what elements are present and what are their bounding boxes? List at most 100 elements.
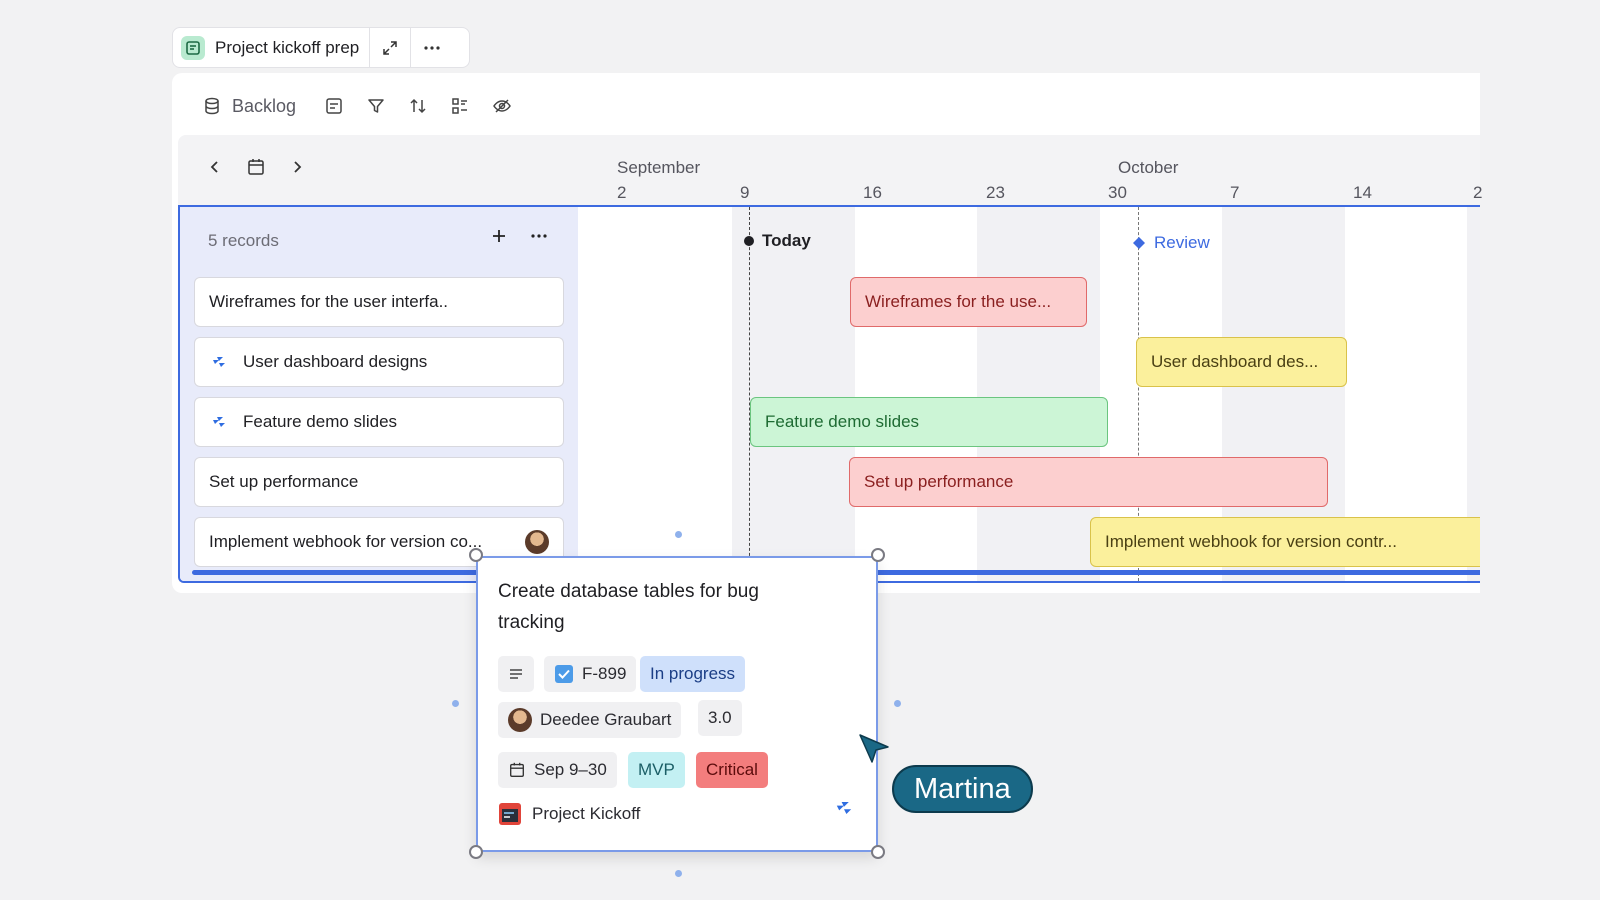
expand-icon [383,40,398,55]
today-label: Today [762,231,811,250]
status-label: In progress [650,664,736,683]
issue-key: F-899 [582,664,627,683]
bar-label: Set up performance [864,472,1014,491]
version-chip[interactable]: 3.0 [698,700,742,736]
resize-handle-bottom-left[interactable] [469,845,483,859]
week-label: 2 [617,183,627,202]
timeline-body: 5 records Wireframes for the user interf… [178,205,1480,583]
expand-button[interactable] [370,28,412,67]
hide-fields-button[interactable] [490,94,514,118]
today-marker-line [749,207,750,581]
board-title-tab: Project kickoff prep [172,27,470,68]
sort-button[interactable] [406,94,430,118]
backlog-button[interactable]: Backlog [202,96,296,117]
week-stripe [1467,207,1480,581]
resize-dot[interactable] [452,700,459,707]
plus-icon [493,230,505,242]
week-label: 16 [863,183,882,202]
resize-dot[interactable] [675,531,682,538]
review-milestone[interactable]: Review [1132,233,1210,253]
priority-label: Critical [706,760,758,779]
week-label: 2 [1473,183,1483,202]
week-stripe [732,207,855,581]
record-card[interactable]: User dashboard designs [194,337,564,387]
resize-handle-top-right[interactable] [871,548,885,562]
filter-button[interactable] [364,94,388,118]
group-button[interactable] [448,94,472,118]
group-list-icon [452,98,468,114]
card-fields-button[interactable] [322,94,346,118]
month-label: September [617,158,701,177]
week-stripe [977,207,1100,581]
week-label: 23 [986,183,1005,202]
tag-label: MVP [638,760,675,779]
date-range-chip[interactable]: Sep 9–30 [498,752,617,788]
chevron-left-icon [210,161,218,173]
next-period-button[interactable] [290,159,304,180]
dot-icon [744,236,754,246]
chevron-right-icon [294,161,302,173]
backlog-label: Backlog [232,95,297,116]
resize-handle-bottom-right[interactable] [871,845,885,859]
timeline-view: September October 2 9 16 23 30 7 14 2 5 … [178,135,1483,593]
records-more-button[interactable] [530,227,548,250]
avatar [525,530,549,554]
card-title: Create database tables for bug tracking [498,581,759,633]
record-card-popup[interactable]: Create database tables for bug tracking … [476,556,878,852]
record-card[interactable]: Feature demo slides [194,397,564,447]
issue-key-chip[interactable]: F-899 [544,656,637,692]
records-count: 5 records [208,231,279,250]
timeline-header: September October 2 9 16 23 30 7 14 2 [178,135,1483,205]
timeline-bar[interactable]: Implement webhook for version contr... [1090,517,1480,567]
status-badge[interactable]: In progress [640,656,746,692]
project-link[interactable]: Project Kickoff [498,802,640,826]
record-label: User dashboard designs [243,352,428,371]
calendar-icon [248,159,264,175]
record-label: Feature demo slides [243,412,398,431]
calendar-icon [510,762,524,777]
record-card[interactable]: Set up performance [194,457,564,507]
timeline-bar[interactable]: Set up performance [849,457,1328,507]
records-actions [490,227,548,250]
project-icon [499,803,521,825]
week-label: 14 [1353,183,1372,202]
version-label: 3.0 [708,708,732,727]
resize-handle-top-left[interactable] [469,548,483,562]
bar-label: User dashboard des... [1151,352,1319,371]
date-range: Sep 9–30 [534,760,607,779]
record-card[interactable]: Implement webhook for version co... [194,517,564,567]
eye-off-icon [493,99,511,113]
diamond-icon [1133,237,1145,249]
today-calendar-button[interactable] [246,157,266,182]
month-label: October [1118,158,1179,177]
bar-label: Implement webhook for version contr... [1105,532,1397,551]
timeline-bar[interactable]: Feature demo slides [750,397,1108,447]
record-card[interactable]: Wireframes for the user interfa.. [194,277,564,327]
review-label: Review [1154,233,1210,252]
resize-dot[interactable] [894,700,901,707]
assignee-chip[interactable]: Deedee Graubart [498,702,682,738]
tag-chip[interactable]: MVP [628,752,685,788]
card-icon [326,98,342,114]
more-options-button[interactable] [411,28,452,67]
previous-period-button[interactable] [208,159,222,180]
checkbox-icon [555,665,573,683]
collaborator-name-tag: Martina [892,765,1033,813]
timeline-panel: Backlog September October 2 9 [172,73,1483,593]
timeline-bar[interactable]: User dashboard des... [1136,337,1347,387]
avatar [508,708,532,732]
week-label: 7 [1230,183,1240,202]
add-record-button[interactable] [490,227,508,250]
resize-dot[interactable] [675,870,682,877]
today-marker: Today [744,231,811,251]
sort-icon [410,98,426,114]
priority-chip[interactable]: Critical [696,752,768,788]
more-horizontal-icon [424,45,440,50]
text-lines-icon [510,669,522,679]
board-name-segment[interactable]: Project kickoff prep [173,28,371,67]
record-label: Set up performance [209,472,359,491]
description-button[interactable] [498,656,534,692]
collaborator-name: Martina [914,772,1011,805]
bar-label: Feature demo slides [765,412,920,431]
timeline-bar[interactable]: Wireframes for the use... [850,277,1087,327]
